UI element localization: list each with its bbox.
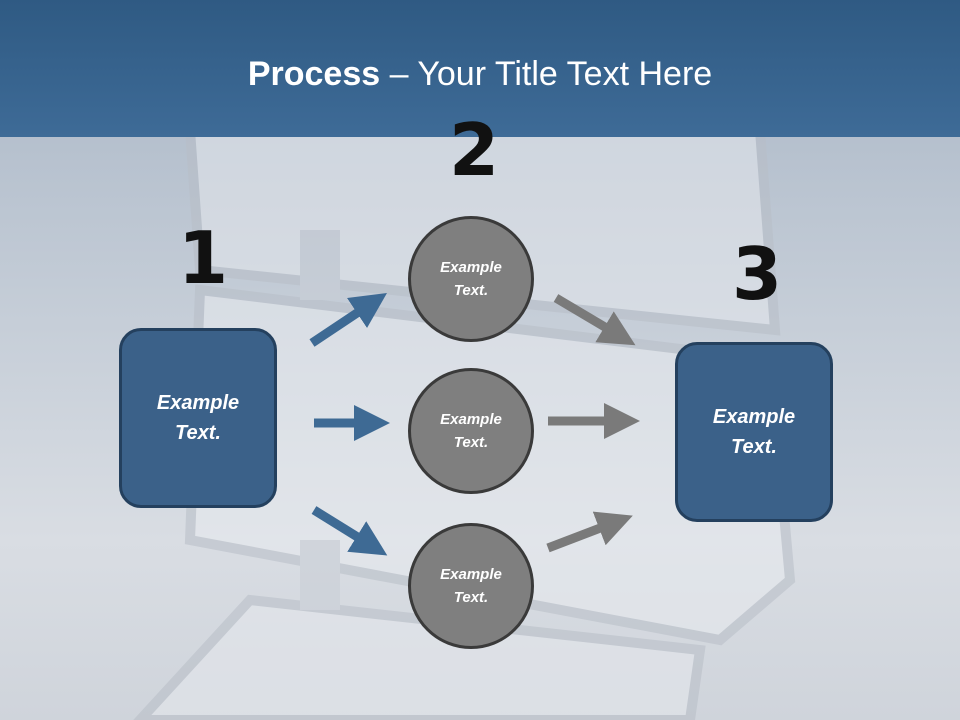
arrow-left-to-top	[309, 293, 387, 347]
step-number-2: 2	[449, 108, 500, 192]
step-number-3: 3	[732, 232, 783, 316]
title-bold: Process	[247, 55, 381, 93]
slide-title: Process – Your Title Text Here	[0, 52, 960, 96]
step-number-1: 1	[178, 216, 229, 300]
circle-top: Example Text.	[408, 216, 534, 342]
left-box-line1: Example	[156, 392, 240, 414]
right-box-line2: Text.	[731, 436, 777, 458]
right-process-box: Example Text.	[675, 342, 833, 522]
circle-bottom-line1: Example	[440, 566, 502, 583]
circle-middle-line2: Text.	[453, 434, 489, 451]
arrow-bottom-to-right	[546, 511, 633, 553]
arrow-left-to-bottom	[311, 506, 388, 556]
left-box-line2: Text.	[175, 422, 221, 444]
circle-bottom-line2: Text.	[453, 589, 489, 606]
title-rest: – Your Title Text Here	[380, 55, 713, 93]
circle-middle-line1: Example	[440, 411, 502, 428]
circle-top-line1: Example	[440, 259, 502, 276]
right-box-line1: Example	[712, 406, 796, 428]
left-process-box: Example Text.	[119, 328, 277, 508]
title-bar	[0, 0, 960, 137]
circle-top-line2: Text.	[453, 282, 489, 299]
circle-middle: Example Text.	[408, 368, 534, 494]
arrow-top-to-right	[553, 294, 636, 346]
circle-bottom: Example Text.	[408, 523, 534, 649]
